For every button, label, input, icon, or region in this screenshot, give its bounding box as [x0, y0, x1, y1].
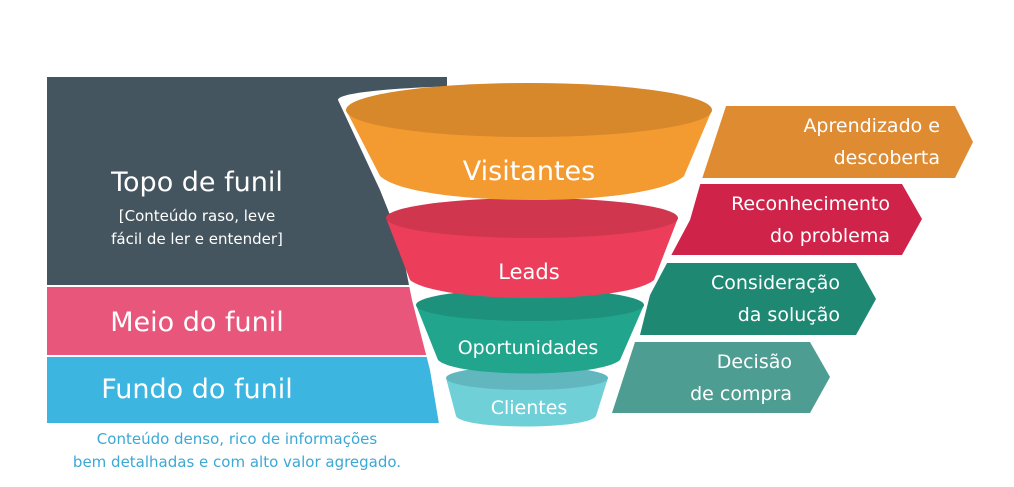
journey-label-4-line-1: Decisão	[716, 351, 792, 373]
stage-subtitle-top: [Conteúdo raso, leve fácil de ler e ente…	[47, 205, 347, 251]
journey-label-4: Decisão de compra	[620, 346, 792, 410]
journey-arrow-3	[640, 263, 876, 335]
stage-subtitle-line-2: fácil de ler e entender]	[111, 230, 283, 248]
funnel-label-visitantes: Visitantes	[463, 156, 595, 187]
footer-note: Conteúdo denso, rico de informações bem …	[47, 428, 427, 474]
journey-label-2: Reconhecimento do problema	[680, 188, 890, 252]
footer-note-line-2: bem detalhadas e com alto valor agregado…	[72, 453, 402, 471]
journey-label-3-line-2: da solução	[737, 304, 840, 326]
journey-arrow-1	[696, 106, 973, 178]
journey-label-1-line-1: Aprendizado e	[803, 115, 940, 137]
funnel-level-leads: Leads	[386, 198, 678, 298]
stage-title-top: Topo de funil	[111, 167, 283, 198]
journey-label-3: Consideração da solução	[650, 267, 840, 331]
journey-label-1-line-2: descoberta	[833, 147, 940, 169]
funnel-label-oportunidades: Oportunidades	[458, 337, 599, 359]
stage-band-middle-of-funnel: Meio do funil	[47, 287, 447, 355]
journey-label-2-line-2: do problema	[770, 225, 890, 247]
stage-title-bottom: Fundo do funil	[101, 374, 293, 405]
stage-band-bottom-of-funnel: Fundo do funil	[47, 357, 447, 423]
stage-title-middle: Meio do funil	[110, 307, 284, 338]
stage-subtitle-line-1: [Conteúdo raso, leve	[118, 207, 276, 225]
funnel-label-leads: Leads	[498, 260, 559, 284]
funnel-level-clientes: Clientes	[446, 366, 608, 427]
journey-arrow-2	[670, 184, 922, 255]
funnel-level-visitantes: Visitantes	[346, 83, 712, 200]
journey-label-3-line-1: Consideração	[710, 272, 840, 294]
journey-arrow-4	[612, 342, 830, 413]
funnel-level-oportunidades: Oportunidades	[416, 289, 644, 374]
journey-label-2-line-1: Reconhecimento	[731, 193, 890, 215]
journey-label-4-line-2: de compra	[690, 383, 792, 405]
funnel-label-clientes: Clientes	[491, 397, 568, 419]
footer-note-line-1: Conteúdo denso, rico de informações	[96, 430, 378, 448]
journey-label-1: Aprendizado e descoberta	[720, 110, 940, 174]
